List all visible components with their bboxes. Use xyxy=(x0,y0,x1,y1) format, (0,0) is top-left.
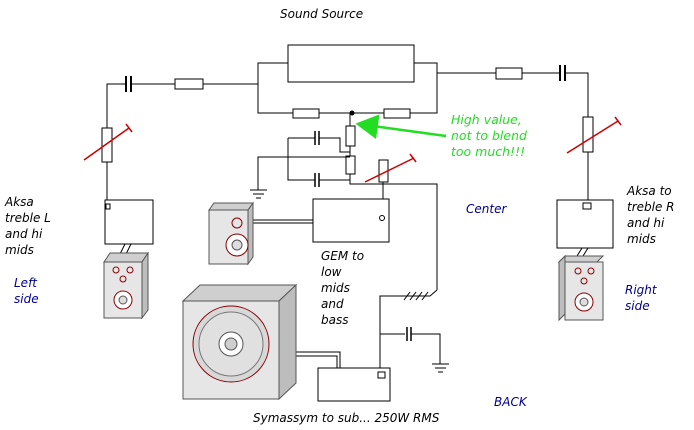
left-pot-wiper xyxy=(83,127,130,161)
center-resistor-1 xyxy=(345,125,356,147)
sound-source-box xyxy=(287,44,415,83)
right-amp-terminal xyxy=(582,202,592,210)
right-pot-wiper xyxy=(566,120,619,154)
mix-resistors xyxy=(292,108,411,119)
left-input-resistor xyxy=(174,78,204,90)
sound-source-label: Sound Source xyxy=(280,7,363,21)
mid-amp-box xyxy=(312,198,390,243)
left-speaker xyxy=(103,251,149,320)
mix-node xyxy=(349,110,355,116)
subwoofer xyxy=(181,283,298,401)
left-amp xyxy=(104,199,154,255)
resistor-right-mix xyxy=(383,108,411,119)
center-resistor-2 xyxy=(345,155,356,175)
left-amp-terminal xyxy=(105,203,111,210)
right-amp-label: Aksa to treble R and hi mids xyxy=(626,184,678,246)
left-amp-label: Aksa treble L and hi mids xyxy=(4,195,55,257)
left-speaker-cabinet xyxy=(103,261,143,319)
mid-speaker xyxy=(208,201,254,266)
right-amp xyxy=(556,199,614,257)
resistor-left-mix xyxy=(292,108,320,119)
sound-source: Sound Source xyxy=(280,7,415,83)
center-pot-wiper xyxy=(364,157,415,183)
note-arrow xyxy=(355,114,447,140)
left-potentiometer xyxy=(101,127,113,163)
center-network xyxy=(250,113,438,290)
mid-amp-label: GEM to low mids and bass xyxy=(321,249,368,327)
sub-amp-label: Symassym to sub... 250W RMS xyxy=(253,411,440,425)
note-text: High value, not to blend too much!!! xyxy=(451,112,531,159)
source-output-bus xyxy=(257,62,438,114)
left-channel-input xyxy=(83,76,258,200)
sub-network xyxy=(379,289,449,373)
left-amp-box xyxy=(104,199,154,245)
mid-amp xyxy=(252,198,390,243)
center-label: Center xyxy=(466,202,507,216)
blend-note: High value, not to blend too much!!! xyxy=(355,112,531,159)
sub-amp-terminal xyxy=(377,371,386,379)
right-potentiometer xyxy=(582,116,594,153)
right-side-label: Right side xyxy=(625,283,660,313)
back-label: BACK xyxy=(494,395,528,409)
left-side-label: Left side xyxy=(14,276,41,306)
right-channel-input xyxy=(437,65,622,200)
right-speaker xyxy=(557,254,605,322)
sub-amp xyxy=(296,351,391,402)
right-input-resistor xyxy=(495,67,523,80)
